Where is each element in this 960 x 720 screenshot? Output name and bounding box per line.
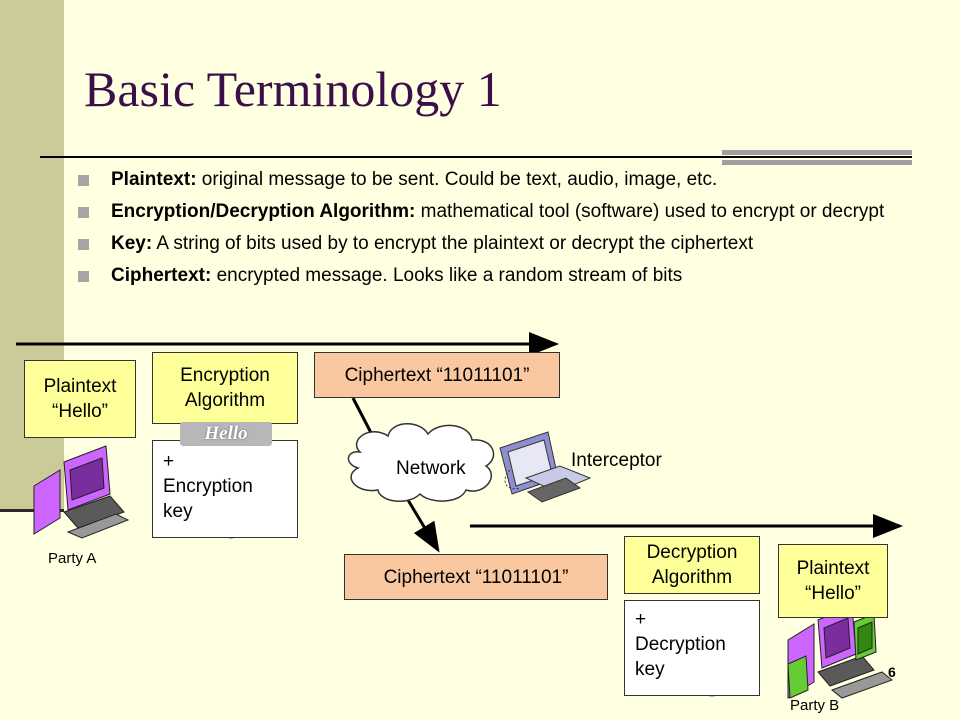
decryption-algorithm-line2: Algorithm (651, 567, 733, 588)
bullet-text: original message to be sent. Could be te… (196, 169, 718, 190)
bullet-algorithm: Encryption/Decryption Algorithm: mathema… (76, 200, 916, 224)
bullet-text: mathematical tool (software) used to enc… (415, 201, 885, 222)
title-underline (40, 156, 912, 158)
ciphertext-top-label: Ciphertext “11011101” (344, 364, 530, 386)
party-a-computer-icon (33, 445, 130, 539)
bullet-ciphertext: Ciphertext: encrypted message. Looks lik… (76, 264, 916, 288)
bullet-key: Key: A string of bits used by to encrypt… (76, 232, 916, 256)
bullet-text: encrypted message. Looks like a random s… (211, 265, 683, 286)
bullet-square-icon (78, 207, 89, 218)
ciphertext-top-box: Ciphertext “11011101” (314, 352, 560, 398)
title-accent-bar (722, 150, 912, 155)
encryption-key-line3: key (163, 501, 193, 522)
network-to-cipher-arrow (406, 499, 440, 553)
network-cloud-icon (347, 423, 495, 502)
plaintext-a-value: “Hello” (52, 401, 108, 422)
decryption-key-line3: key (635, 659, 665, 680)
bullet-square-icon (78, 271, 89, 282)
decryption-key-line2: Decryption (635, 634, 726, 655)
encryption-key-plus: + (163, 451, 175, 472)
bullet-plaintext: Plaintext: original message to be sent. … (76, 168, 916, 192)
plaintext-b-label: Plaintext (796, 558, 870, 579)
bullet-text: A string of bits used by to encrypt the … (152, 233, 754, 254)
title-accent-bar-2 (722, 160, 912, 165)
plaintext-a-label: Plaintext (43, 376, 117, 397)
interceptor-computer-icon (499, 431, 592, 503)
encryption-algorithm-line2: Algorithm (184, 390, 266, 411)
party-a-label: Party A (48, 550, 97, 567)
decryption-key-plus: + (635, 609, 647, 630)
ciphertext-bottom-box: Ciphertext “11011101” (344, 554, 608, 600)
decryption-algorithm-line1: Decryption (646, 542, 738, 563)
decryption-algorithm-box: Decryption Algorithm (624, 536, 760, 594)
bullet-term: Key: (111, 233, 153, 254)
slide-title: Basic Terminology 1 (84, 61, 502, 117)
network-label: Network (396, 458, 466, 479)
sidebar-divider (0, 509, 64, 512)
ciphertext-bottom-label: Ciphertext “11011101” (383, 566, 569, 588)
party-b-label: Party B (790, 697, 840, 714)
plaintext-b-value: “Hello” (805, 583, 861, 604)
bullet-term: Plaintext: (111, 169, 197, 190)
encryption-algorithm-box: Encryption Algorithm (152, 352, 298, 424)
page-number: 6 (888, 664, 896, 680)
encryption-algorithm-line1: Encryption (180, 365, 270, 386)
party-b-computer-icon (787, 605, 894, 699)
plaintext-a-box: Plaintext “Hello” (24, 360, 136, 438)
plaintext-b-box: Plaintext “Hello” (778, 544, 888, 618)
encryption-key-box: + Encryption key (152, 440, 298, 538)
bullet-square-icon (78, 239, 89, 250)
bullet-term: Encryption/Decryption Algorithm: (111, 201, 416, 222)
terminology-list: Plaintext: original message to be sent. … (76, 168, 916, 296)
interceptor-label: Interceptor (571, 450, 662, 471)
hello-message-tag: Hello (180, 422, 272, 446)
bullet-term: Ciphertext: (111, 265, 212, 286)
bullet-square-icon (78, 175, 89, 186)
decryption-key-box: + Decryption key (624, 600, 760, 696)
encryption-key-line2: Encryption (163, 476, 253, 497)
